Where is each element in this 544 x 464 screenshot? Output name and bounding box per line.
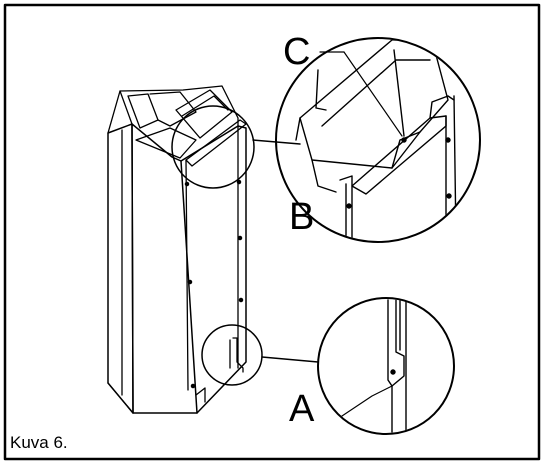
figure-caption: Kuva 6. [10,433,68,452]
callout-label-b: B [289,196,315,238]
detail-circle-small-bottom [201,324,263,386]
leader-line-bottom [261,356,319,363]
detail-circle-small-top [171,105,255,189]
frame-border [3,3,541,461]
callout-label-c: C [283,31,311,73]
callout-label-a: A [289,388,315,430]
detail-circle-bottom [317,297,455,435]
heater-body [107,85,247,414]
